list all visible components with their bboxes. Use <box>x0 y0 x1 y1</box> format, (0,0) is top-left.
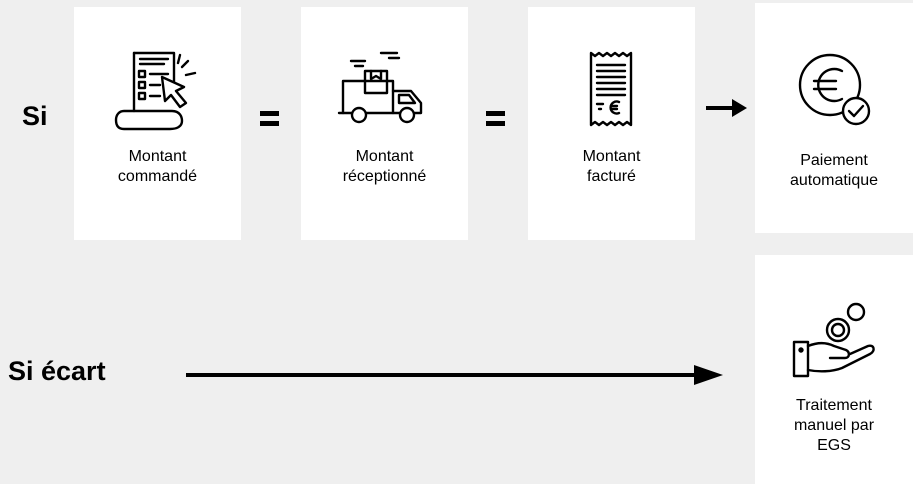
hand-coins-icon <box>792 302 875 378</box>
card-invoiced-amount: Montant facturé <box>528 7 695 240</box>
card-manual-processing-label: Traitement manuel par EGS <box>793 397 875 454</box>
euro-receipt-icon <box>589 51 632 127</box>
condition-label-if-gap: Si écart <box>8 356 106 386</box>
card-received-amount: Montant réceptionné <box>301 7 468 240</box>
card-automatic-payment-label: Paiement automatique <box>789 152 879 189</box>
card-received-amount-label: Montant réceptionné <box>342 148 427 185</box>
equals-sign-2 <box>486 109 505 127</box>
order-list-cursor-icon <box>114 51 196 131</box>
delivery-truck-icon <box>337 51 422 124</box>
long-arrow-right-icon <box>186 365 723 385</box>
card-invoiced-amount-label: Montant facturé <box>582 148 641 185</box>
card-automatic-payment: Paiement automatique <box>755 3 913 233</box>
condition-label-if: Si <box>22 101 48 131</box>
card-manual-processing: Traitement manuel par EGS <box>755 255 913 484</box>
card-ordered-amount: Montant commandé <box>74 7 241 240</box>
arrow-right-icon <box>706 99 747 117</box>
card-ordered-amount-label: Montant commandé <box>117 148 198 185</box>
euro-coin-check-icon <box>798 53 871 126</box>
equals-sign-1 <box>260 109 279 127</box>
